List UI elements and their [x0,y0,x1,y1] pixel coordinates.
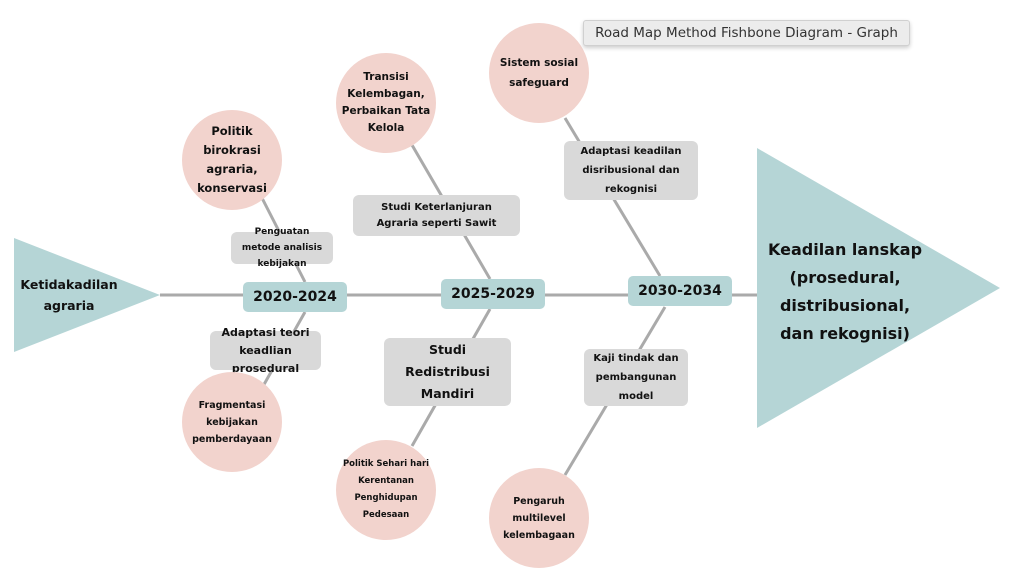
problem-label: Ketidakadilan agraria [20,277,118,313]
goal-triangle [757,148,1000,428]
circle-fragmentasi: Fragmentasi kebijakan pemberdayaan [182,372,282,472]
box-penguatan-metode: Penguatan metode analisis kebijakan [231,227,333,269]
box-adaptasi-teori: Adaptasi teori keadlian prosedural [210,326,321,375]
phase-2030-2034: 2030-2034 [628,276,732,306]
circle-politik-birokrasi: Politik birokrasi agraria, konservasi [182,110,282,210]
box-studi-redistribusi: Studi Redistribusi Mandiri [384,338,511,406]
box-studi-keterlanjuran: Studi Keterlanjuran Agraria seperti Sawi… [353,195,520,236]
goal-label: Keadilan lanskap (prosedural, distribusi… [767,240,923,343]
circle-sistem-sosial: Sistem sosial safeguard [489,23,589,123]
box-adaptasi-keadilan: Adaptasi keadilan disribusional dan reko… [564,141,698,200]
circle-politik-sehari-hari: Politik Sehari hari Kerentanan Penghidup… [336,440,436,540]
phase-2025-2029: 2025-2029 [441,279,545,309]
circle-pengaruh-multilevel: Pengaruh multilevel kelembagaan [489,468,589,568]
problem-triangle [14,238,160,352]
phase-2020-2024: 2020-2024 [243,282,347,312]
circle-transisi-kelembagaan: Transisi Kelembagan, Perbaikan Tata Kelo… [336,53,436,153]
diagram-title-tooltip: Road Map Method Fishbone Diagram - Graph [583,20,910,46]
box-kaji-tindak: Kaji tindak dan pembangunan model [584,349,688,406]
